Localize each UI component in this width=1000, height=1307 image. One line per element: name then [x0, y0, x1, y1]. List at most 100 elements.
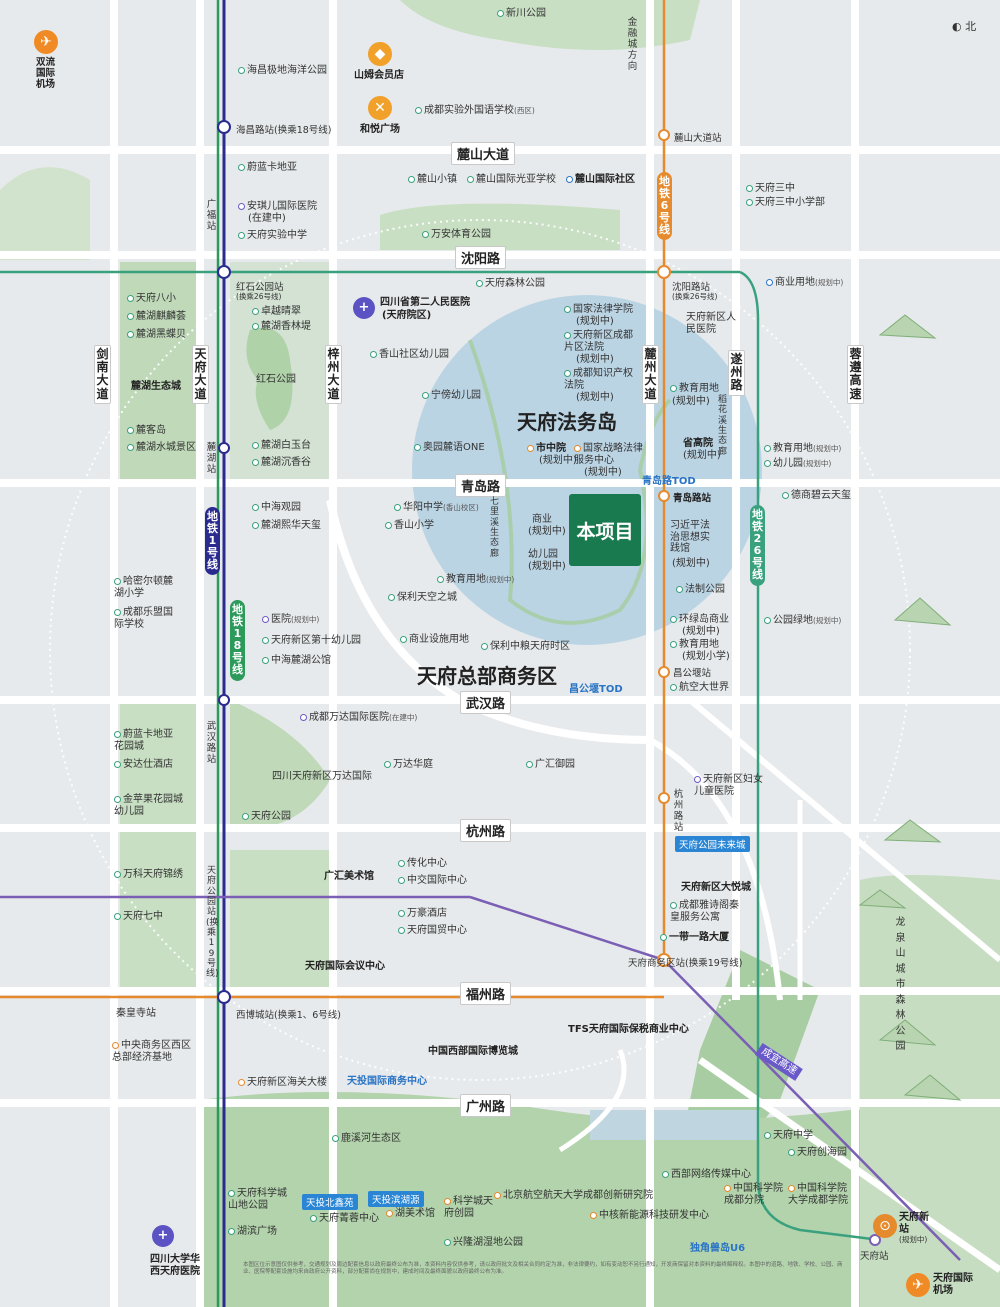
poi-chuanghai: 天府创海园	[788, 1147, 847, 1159]
label-tianfu-newstation-sub: (规划中)	[899, 1235, 928, 1244]
poi-cdfl: 成都实验外国语学校(西区)	[415, 105, 535, 117]
station-changgongyan: 昌公堰站	[673, 668, 712, 679]
poi-baoli: 保利天空之城	[388, 592, 457, 604]
poi-xijinping: 习近平法治思想实践馆	[670, 520, 710, 554]
station-guangfu: 广福站	[206, 199, 217, 232]
road-guangzhou: 广州路	[460, 1094, 512, 1117]
poi-shuicheng: 麓湖水城景区	[127, 442, 196, 454]
tod-changgong: 昌公堰TOD	[569, 684, 623, 695]
shopping-icon: ✕	[368, 96, 392, 120]
airplane-icon: ✈	[34, 30, 58, 54]
road-shenyang: 沈阳路	[455, 246, 507, 269]
poi-qingrong: 天府菁蓉中心	[310, 1213, 379, 1225]
poi-luxi: 鹿溪河生态区	[332, 1133, 401, 1145]
poi-zscq-sub: (规划中)	[576, 392, 614, 403]
poi-huiyi: 天府国际会议中心	[305, 961, 385, 972]
poi-xinglong: 兴隆湖湿地公园	[444, 1237, 523, 1249]
poi-jiaoyu4-sub: (规划小学)	[682, 651, 730, 662]
poi-yiyuan: 医院(规划中)	[262, 614, 319, 626]
station-shenyang-sub: (换乘26号线)	[672, 292, 718, 301]
label-tianfu-newstation: 天府新站	[899, 1212, 929, 1235]
road-hangzhou: 杭州路	[460, 819, 512, 842]
road-qingdao: 青岛路	[455, 474, 507, 497]
poi-fzxy-sub: (规划中)	[576, 316, 614, 327]
label-heyue: 和悦广场	[360, 124, 400, 135]
station-lushan: 麓山大道站	[674, 133, 722, 144]
district-law-island: 天府法务岛	[517, 410, 617, 434]
train-station-icon: ⊙	[873, 1214, 897, 1238]
poi-jiaoyu3: 教育用地(规划中)	[437, 574, 514, 586]
poi-wanan: 万安体育公园	[422, 229, 491, 241]
station-tianfupark: 天府公园站(换乘19号线)	[206, 866, 219, 980]
station-wuhanlu: 武汉路站	[206, 721, 217, 765]
poi-aoyuan: 奥园麓语ONE	[414, 442, 485, 454]
poi-anda: 安达仕酒店	[114, 759, 173, 771]
road-fuzhou: 福州路	[460, 982, 512, 1005]
station-luhu: 麓湖站	[206, 442, 217, 475]
poi-zkda: 中国科学院大学成都学院	[788, 1183, 848, 1206]
poi-dayue: 天府新区大悦城	[681, 882, 751, 893]
poi-jiaoyu4: 教育用地	[670, 639, 719, 651]
poi-youer2-sub: (规划中)	[528, 561, 566, 572]
poi-anqi-sub: (在建中)	[248, 213, 286, 224]
poi-zhuoyue: 卓越晴翠	[252, 306, 301, 318]
poi-fwzx: 国家战略法律服务中心	[574, 443, 643, 466]
poi-xihu: 麓湖熙华天玺	[252, 520, 321, 532]
poi-zkyuan: 中国科学院成都分院	[724, 1183, 783, 1206]
poi-xiangshan: 香山社区幼儿园	[370, 349, 449, 361]
poi-tf7: 天府七中	[114, 911, 163, 923]
poi-kjcheng: 天府科学城山地公园	[228, 1188, 287, 1211]
road-zunyi: 蓉遵高速	[847, 345, 864, 404]
poi-wanhao: 万豪酒店	[398, 908, 447, 920]
road-luzhou: 麓州大道	[642, 345, 659, 404]
airplane-icon: ✈	[906, 1273, 930, 1297]
poi-jinping: 金苹果花园城幼儿园	[114, 794, 183, 817]
poi-anqi: 安琪儿国际医院	[238, 201, 317, 213]
shopping-icon: ◆	[368, 42, 392, 66]
road-tianfu: 天府大道	[192, 345, 209, 404]
poi-tfs: TFS天府国际保税商业中心	[568, 1024, 689, 1035]
poi-qinhuang: 秦皇寺站	[116, 1008, 156, 1019]
poi-lushan-school: 麓山国际光亚学校	[467, 174, 556, 186]
tag-tt-beijiyuan: 天投北鑫苑	[302, 1194, 358, 1210]
poi-haichang: 海昌极地海洋公园	[238, 65, 327, 77]
poi-shangye2-sub: (规划中)	[528, 526, 566, 537]
station-qingdao: 青岛路站	[673, 493, 712, 504]
poi-huanlu: 环绿岛商业	[670, 614, 729, 626]
poi-heidie: 麓湖黑蝶贝	[127, 329, 186, 341]
poi-dujiao: 独角兽岛U6	[690, 1243, 746, 1254]
poi-bolan: 中国西部国际博览城	[428, 1046, 518, 1057]
poi-lepu: 成都乐盟国际学校	[114, 607, 173, 630]
poi-huayang: 华阳中学(香山校区)	[394, 502, 479, 514]
project-marker[interactable]: 本项目	[569, 494, 641, 566]
tag-tt-binhu: 天投滨湖源	[368, 1191, 424, 1207]
poi-haiguan: 天府新区海关大楼	[238, 1077, 327, 1089]
poi-tf3: 天府三中	[746, 183, 795, 195]
poi-hubin: 湖滨广场	[228, 1226, 277, 1238]
label-scu-hospital: 四川大学华西天府医院	[150, 1254, 200, 1277]
hospital-icon: +	[353, 297, 375, 319]
poi-tt-shangwu: 天投国际商务中心	[347, 1076, 427, 1087]
metro-line1: 地铁1号线	[205, 507, 220, 576]
poi-guanghui-art: 广汇美术馆	[324, 871, 374, 882]
label-jincheng-direction: 金融城方向	[627, 17, 638, 72]
poi-baiyu: 麓湖白玉台	[252, 440, 311, 452]
poi-jiaoyu1: 教育用地	[670, 383, 719, 395]
poi-zhonghai: 中海观园	[252, 502, 301, 514]
metro-line6: 地铁6号线	[657, 172, 672, 241]
poi-youer2: 幼儿园	[528, 549, 558, 560]
poi-hongshi-park: 红石公园	[256, 374, 296, 385]
poi-zhongliang: 保利中粮天府时区	[481, 641, 570, 653]
poi-lushan-comm: 麓山国际社区	[566, 174, 635, 186]
poi-zhongyuan: 市中院	[527, 443, 566, 455]
hospital-icon: +	[152, 1225, 174, 1247]
poi-huanlu-sub: (规划中)	[682, 626, 720, 637]
poi-zhongjiao: 中交国际中心	[398, 875, 467, 887]
poi-zhonghai-gg: 中海麓湖公馆	[262, 655, 331, 667]
station-xibo: 西博城站(换乘1、6号线)	[236, 1010, 342, 1021]
poi-fuer: 天府新区妇女儿童医院	[694, 774, 763, 797]
station-shenyang: 沈阳路站	[672, 282, 711, 293]
poi-weilan: 蔚蓝卡地亚	[238, 162, 297, 174]
poi-beihang: 北京航空航天大学成都创新研究院	[494, 1190, 653, 1202]
